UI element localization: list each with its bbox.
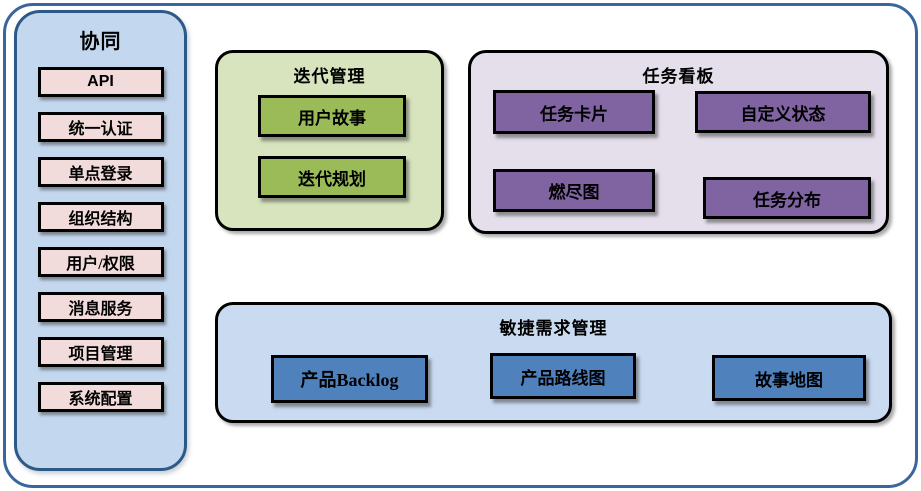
iteration-management-panel: 迭代管理 用户故事 迭代规划 [215,50,444,231]
sidebar-item-org-structure: 组织结构 [37,202,164,232]
sidebar-item-user-permissions: 用户/权限 [37,247,164,277]
sidebar-item-project-management: 项目管理 [37,337,164,367]
block-iteration-planning: 迭代规划 [258,156,406,198]
outer-frame [3,3,918,488]
sidebar-item-api: API [37,67,164,97]
task-kanban-panel: 任务看板 任务卡片 自定义状态 燃尽图 任务分布 [468,50,889,234]
sidebar-item-unified-auth: 统一认证 [37,112,164,142]
block-task-card: 任务卡片 [493,90,655,134]
block-story-map: 故事地图 [712,355,866,401]
block-task-distribution: 任务分布 [703,177,871,219]
block-product-backlog: 产品Backlog [271,355,428,403]
sidebar-item-system-config: 系统配置 [37,382,164,412]
agile-requirements-panel: 敏捷需求管理 产品Backlog 产品路线图 故事地图 [215,302,892,423]
block-custom-status: 自定义状态 [695,91,871,133]
collaboration-item-list: API 统一认证 单点登录 组织结构 用户/权限 消息服务 项目管理 系统配置 [17,67,184,412]
task-kanban-title: 任务看板 [642,67,715,86]
sidebar-item-message-service: 消息服务 [37,292,164,322]
agile-requirements-title: 敏捷需求管理 [499,319,608,338]
collaboration-panel-title: 协同 [79,31,122,53]
block-product-roadmap: 产品路线图 [490,353,636,399]
block-burndown-chart: 燃尽图 [493,169,655,212]
sidebar-item-single-sign-on: 单点登录 [37,157,164,187]
collaboration-panel: 协同 API 统一认证 单点登录 组织结构 用户/权限 消息服务 项目管理 系统… [14,10,187,471]
iteration-management-title: 迭代管理 [293,67,366,86]
block-user-story: 用户故事 [258,95,406,137]
